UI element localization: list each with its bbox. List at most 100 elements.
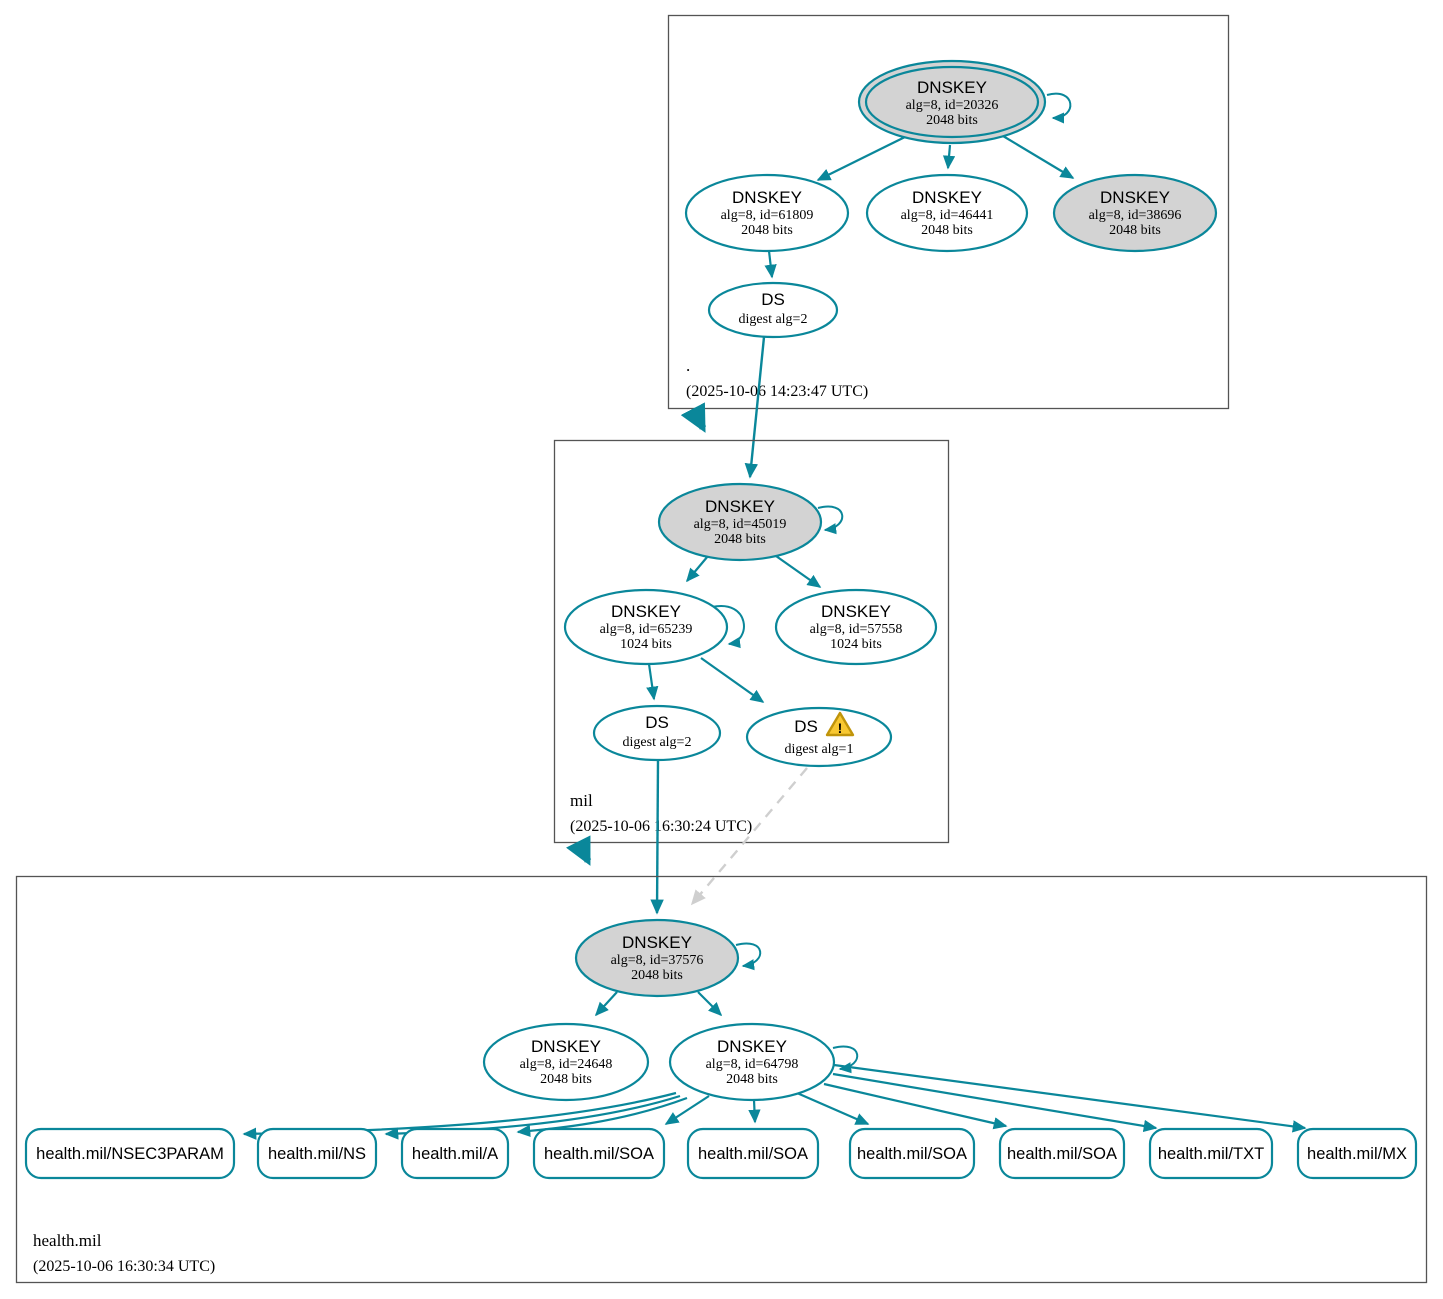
- dnskey-57558-bits: 1024 bits: [830, 637, 882, 652]
- dnskey-57558-ellipse[interactable]: [774, 588, 938, 666]
- dnskey-46441-alg-id: alg=8, id=46441: [901, 208, 994, 223]
- node-dnskey-37576-ksk[interactable]: DNSKEY alg=8, id=37576 2048 bits: [574, 918, 740, 998]
- rrset-soa3-box[interactable]: [848, 1127, 976, 1180]
- edge-dnskey64798-to-soa1: [664, 1095, 710, 1125]
- edge-dnskey37576-to-dnskey24648: [594, 991, 618, 1017]
- node-ds-mil-alg1[interactable]: DS ! digest alg=1: [745, 706, 893, 768]
- node-dnskey-38696[interactable]: DNSKEY alg=8, id=38696 2048 bits: [1052, 173, 1218, 253]
- dnskey-64798-type: DNSKEY: [717, 1037, 787, 1056]
- rrset-healthmil-ns[interactable]: health.mil/NS: [256, 1127, 378, 1180]
- rrset-soa4-box[interactable]: [998, 1127, 1126, 1180]
- edge-dnskey45019-to-dnskey57558: [775, 555, 822, 588]
- rrset-soa2-box[interactable]: [686, 1127, 820, 1180]
- dnskey-64798-ellipse[interactable]: [668, 1022, 836, 1102]
- rrset-healthmil-soa-4[interactable]: health.mil/SOA: [998, 1127, 1126, 1180]
- dnskey-37576-ellipse[interactable]: [574, 918, 740, 998]
- rrset-mx-label: health.mil/MX: [1307, 1145, 1407, 1163]
- delegation-arrow-mil-to-healthmil: [566, 835, 592, 866]
- rrset-healthmil-mx[interactable]: health.mil/MX: [1296, 1127, 1418, 1180]
- rrset-soa2-label: health.mil/SOA: [698, 1145, 808, 1163]
- edge-dnskey65239-to-ds-mil-alg2: [646, 663, 659, 701]
- ds-mil-alg1-type: DS: [794, 717, 818, 736]
- dnskey-37576-alg-id: alg=8, id=37576: [611, 953, 704, 968]
- rrset-soa1-label: health.mil/SOA: [544, 1145, 654, 1163]
- edge-ksk20326-to-dnskey38696: [1002, 135, 1075, 179]
- dnskey-61809-type: DNSKEY: [732, 188, 802, 207]
- dnskey-37576-type: DNSKEY: [622, 933, 692, 952]
- rrset-txt-label: health.mil/TXT: [1158, 1145, 1264, 1163]
- zone-mil-name: mil: [570, 791, 593, 810]
- rrset-healthmil-soa-2[interactable]: health.mil/SOA: [686, 1127, 820, 1180]
- node-dnskey-46441[interactable]: DNSKEY alg=8, id=46441 2048 bits: [865, 173, 1029, 253]
- edge-ds-root-to-dnskey45019: [744, 336, 766, 479]
- rrset-mx-box[interactable]: [1296, 1127, 1418, 1180]
- dnskey-24648-ellipse[interactable]: [482, 1022, 650, 1102]
- rrset-healthmil-soa-1[interactable]: health.mil/SOA: [532, 1127, 666, 1180]
- edge-dnskey37576-to-dnskey64798: [697, 991, 723, 1017]
- node-dnskey-61809[interactable]: DNSKEY alg=8, id=61809 2048 bits: [684, 173, 850, 253]
- rrset-ns-box[interactable]: [256, 1127, 378, 1180]
- dnskey-45019-bits: 2048 bits: [714, 532, 766, 547]
- dnskey-20326-type: DNSKEY: [917, 78, 987, 97]
- node-ds-root[interactable]: DS digest alg=2: [707, 281, 839, 339]
- node-ds-mil-alg2[interactable]: DS digest alg=2: [592, 704, 722, 762]
- warning-triangle-icon: !: [825, 711, 855, 737]
- rrset-txt-box[interactable]: [1148, 1127, 1274, 1180]
- edge-ds-mil-alg2-to-dnskey37576: [650, 759, 664, 915]
- dnskey-45019-ellipse[interactable]: [657, 482, 823, 562]
- edge-dnskey37576-self-sig: [735, 942, 762, 971]
- zone-root-timestamp: (2025-10-06 14:23:47 UTC): [686, 383, 868, 400]
- dnskey-46441-ellipse[interactable]: [865, 173, 1029, 253]
- zone-healthmil-name: health.mil: [33, 1231, 102, 1250]
- ds-mil-alg1-digest: digest alg=1: [785, 742, 854, 757]
- dnskey-65239-bits: 1024 bits: [620, 637, 672, 652]
- delegation-arrow-root-to-mil: [680, 402, 707, 433]
- edge-dnskey61809-to-ds-root: [764, 250, 777, 279]
- ds-root-ellipse[interactable]: [707, 281, 839, 339]
- rrset-nsec3param-box[interactable]: [24, 1127, 236, 1180]
- dnskey-65239-ellipse[interactable]: [563, 588, 729, 666]
- dnskey-57558-type: DNSKEY: [821, 602, 891, 621]
- ds-mil-alg2-digest: digest alg=2: [623, 735, 692, 750]
- node-dnskey-64798[interactable]: DNSKEY alg=8, id=64798 2048 bits: [668, 1022, 836, 1102]
- edge-ksk20326-to-dnskey46441: [942, 144, 956, 170]
- warning-exclamation-glyph: !: [838, 720, 843, 736]
- zone-root: . (2025-10-06 14:23:47 UTC) DNSKEY alg=8…: [667, 14, 1230, 410]
- node-dnskey-24648[interactable]: DNSKEY alg=8, id=24648 2048 bits: [482, 1022, 650, 1102]
- node-dnskey-65239[interactable]: DNSKEY alg=8, id=65239 1024 bits: [563, 588, 729, 666]
- rrset-healthmil-soa-3[interactable]: health.mil/SOA: [848, 1127, 976, 1180]
- dnskey-61809-bits: 2048 bits: [741, 223, 793, 238]
- rrset-a-box[interactable]: [400, 1127, 510, 1180]
- rrset-healthmil-a[interactable]: health.mil/A: [400, 1127, 510, 1180]
- zone-healthmil-timestamp: (2025-10-06 16:30:34 UTC): [33, 1258, 215, 1275]
- node-dnskey-45019-ksk[interactable]: DNSKEY alg=8, id=45019 2048 bits: [657, 482, 823, 562]
- dnskey-24648-type: DNSKEY: [531, 1037, 601, 1056]
- dnskey-38696-ellipse[interactable]: [1052, 173, 1218, 253]
- zone-healthmil: health.mil (2025-10-06 16:30:34 UTC) DNS…: [15, 875, 1428, 1284]
- rrset-healthmil-txt[interactable]: health.mil/TXT: [1148, 1127, 1274, 1180]
- edge-dnskey64798-to-mx: [833, 1063, 1307, 1133]
- warning-triangle-shape: [825, 711, 855, 737]
- edge-dnskey64798-to-txt: [832, 1072, 1158, 1133]
- edge-dnskey65239-self-sig: [711, 604, 745, 649]
- dnskey-37576-bits: 2048 bits: [631, 968, 683, 983]
- dnskey-20326-ellipse[interactable]: [864, 65, 1040, 139]
- rrset-healthmil-nsec3param[interactable]: health.mil/NSEC3PARAM: [24, 1127, 236, 1180]
- node-dnskey-20326-ksk[interactable]: DNSKEY alg=8, id=20326 2048 bits: [857, 59, 1047, 145]
- dnskey-45019-alg-id: alg=8, id=45019: [694, 517, 787, 532]
- dnskey-45019-type: DNSKEY: [705, 497, 775, 516]
- dnskey-24648-bits: 2048 bits: [540, 1072, 592, 1087]
- ds-mil-alg1-ellipse[interactable]: [745, 706, 893, 768]
- edge-dnskey64798-to-a: [516, 1096, 688, 1138]
- dnskey-24648-alg-id: alg=8, id=24648: [520, 1057, 613, 1072]
- dnskey-65239-type: DNSKEY: [611, 602, 681, 621]
- rrset-soa1-box[interactable]: [532, 1127, 666, 1180]
- dnskey-61809-ellipse[interactable]: [684, 173, 850, 253]
- node-dnskey-57558[interactable]: DNSKEY alg=8, id=57558 1024 bits: [774, 588, 938, 666]
- zone-root-name: .: [686, 356, 690, 375]
- edge-dnskey64798-to-soa2: [748, 1099, 761, 1124]
- dnskey-64798-alg-id: alg=8, id=64798: [706, 1057, 799, 1072]
- rrset-a-label: health.mil/A: [412, 1145, 498, 1163]
- ds-mil-alg2-type: DS: [645, 713, 669, 732]
